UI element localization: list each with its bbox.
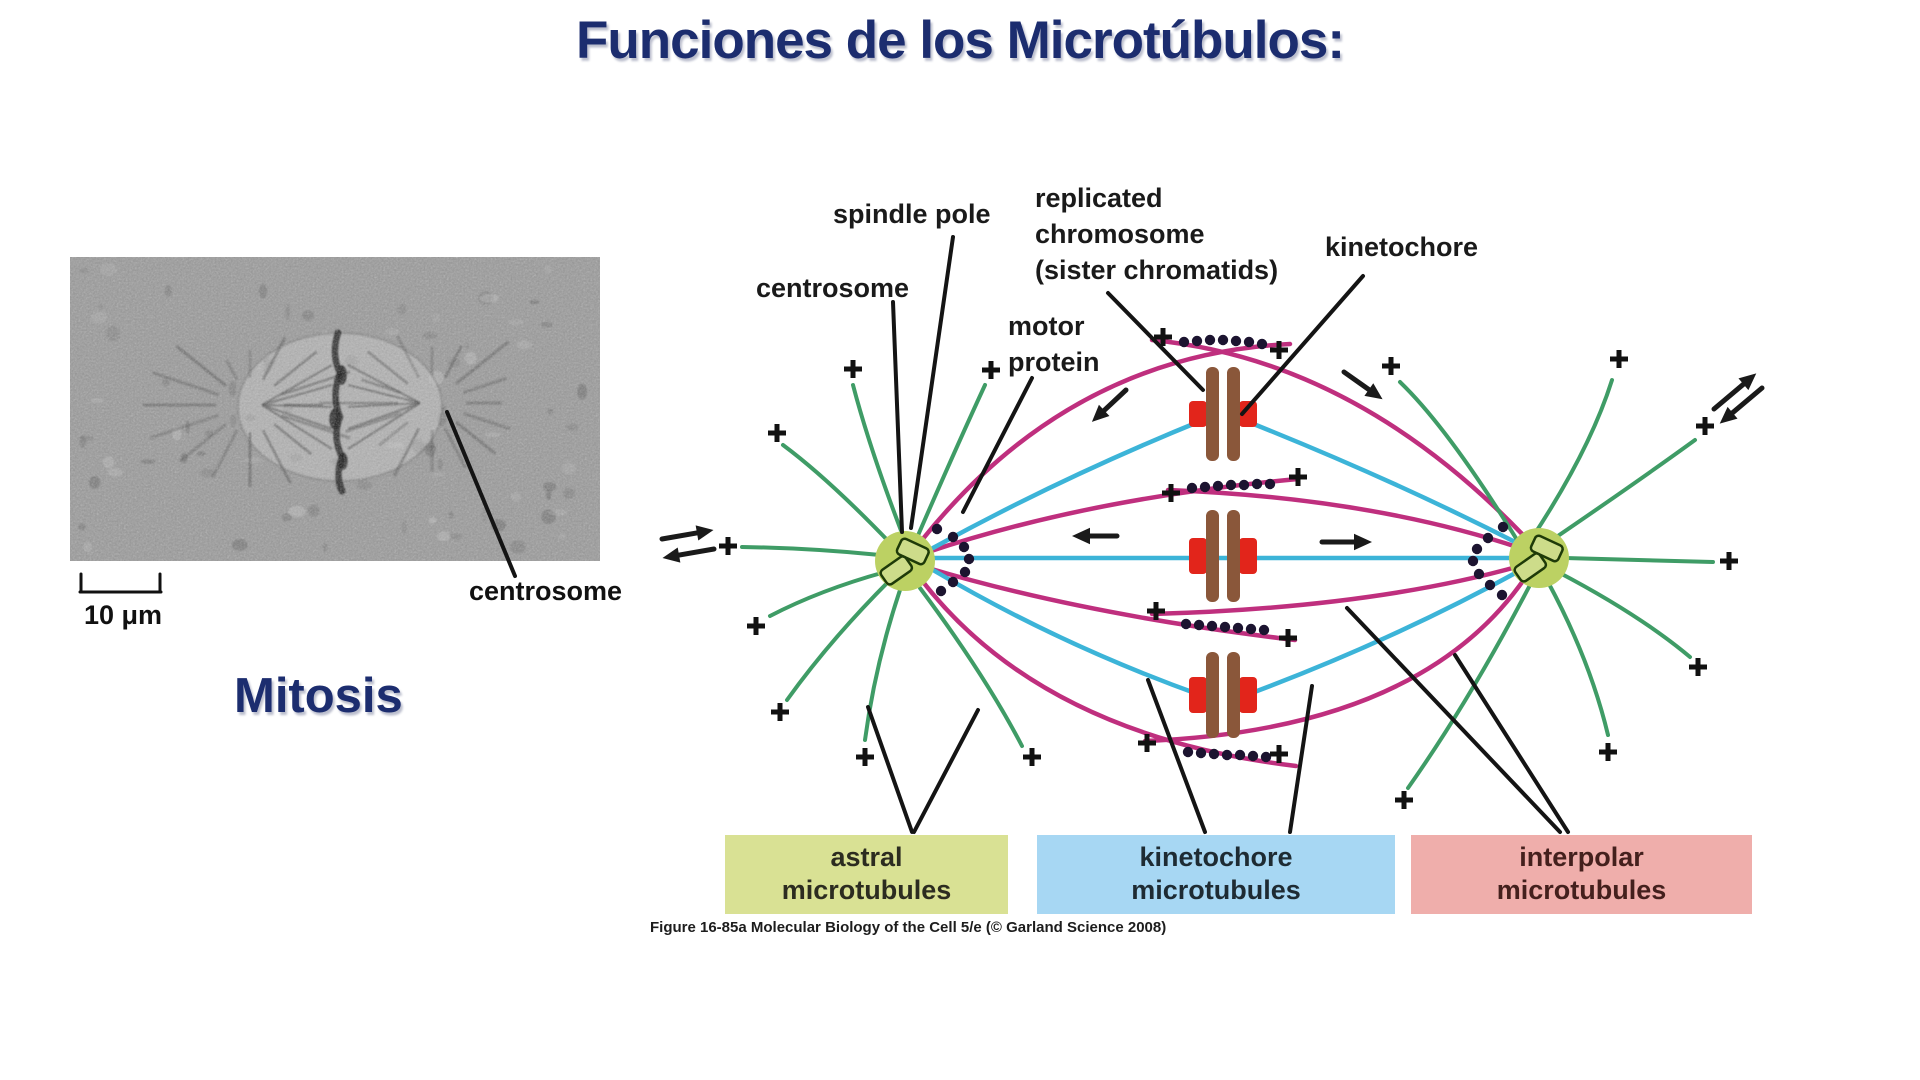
legend-astral-line1: astral [830, 842, 903, 872]
figure-caption: Figure 16-85a Molecular Biology of the C… [650, 919, 1167, 936]
chromosome [1189, 367, 1257, 461]
legend-astral-line2: microtubules [781, 875, 952, 905]
subtitle-mitosis: Mitosis [234, 669, 403, 723]
label-replicated-line3: (sister chromatids) [1035, 255, 1279, 285]
spindle-poles [875, 528, 1569, 591]
label-centrosome: centrosome [756, 273, 910, 303]
photo-centrosome-label: centrosome [469, 576, 623, 606]
label-motor-line2: protein [1008, 347, 1100, 377]
legend-kinetochore-line2: microtubules [1131, 875, 1301, 905]
label-replicated-chromosome: replicated chromosome (sister chromatids… [1035, 180, 1278, 288]
legend-interpolar-microtubules: interpolar microtubules [1411, 835, 1752, 914]
legend-interpolar-line2: microtubules [1496, 875, 1667, 905]
label-motor-line1: motor [1008, 311, 1085, 341]
replicated-chromosomes [1189, 367, 1257, 738]
micrograph-art [70, 257, 600, 561]
label-motor-protein: motor protein [1008, 308, 1100, 380]
legend-interpolar-line1: interpolar [1519, 842, 1644, 872]
legend-kinetochore-line1: kinetochore [1139, 842, 1293, 872]
plus-end-markers [719, 328, 1738, 809]
centrosome-pole [875, 531, 935, 591]
legend-astral-microtubules: astral microtubules [725, 835, 1008, 914]
page-title: Funciones de los Microtúbulos: [576, 11, 1345, 70]
interpolar-microtubule-lines [917, 337, 1528, 769]
scale-bar-label: 10 μm [84, 600, 163, 630]
chromosome [1189, 652, 1257, 738]
chromosome [1189, 510, 1257, 602]
centrosome-pole [1509, 528, 1569, 588]
label-replicated-line2: chromosome [1035, 219, 1205, 249]
scale-bar [78, 572, 163, 594]
label-kinetochore: kinetochore [1325, 232, 1479, 262]
motor-protein-dots [931, 334, 1509, 763]
label-spindle-pole: spindle pole [833, 199, 991, 229]
movement-arrows [659, 369, 1765, 563]
kinetochore-microtubule-lines [930, 416, 1525, 700]
legend-kinetochore-microtubules: kinetochore microtubules [1037, 835, 1395, 914]
mitosis-micrograph [70, 257, 600, 561]
astral-microtubule-lines [740, 378, 1715, 790]
label-replicated-line1: replicated [1035, 183, 1163, 213]
